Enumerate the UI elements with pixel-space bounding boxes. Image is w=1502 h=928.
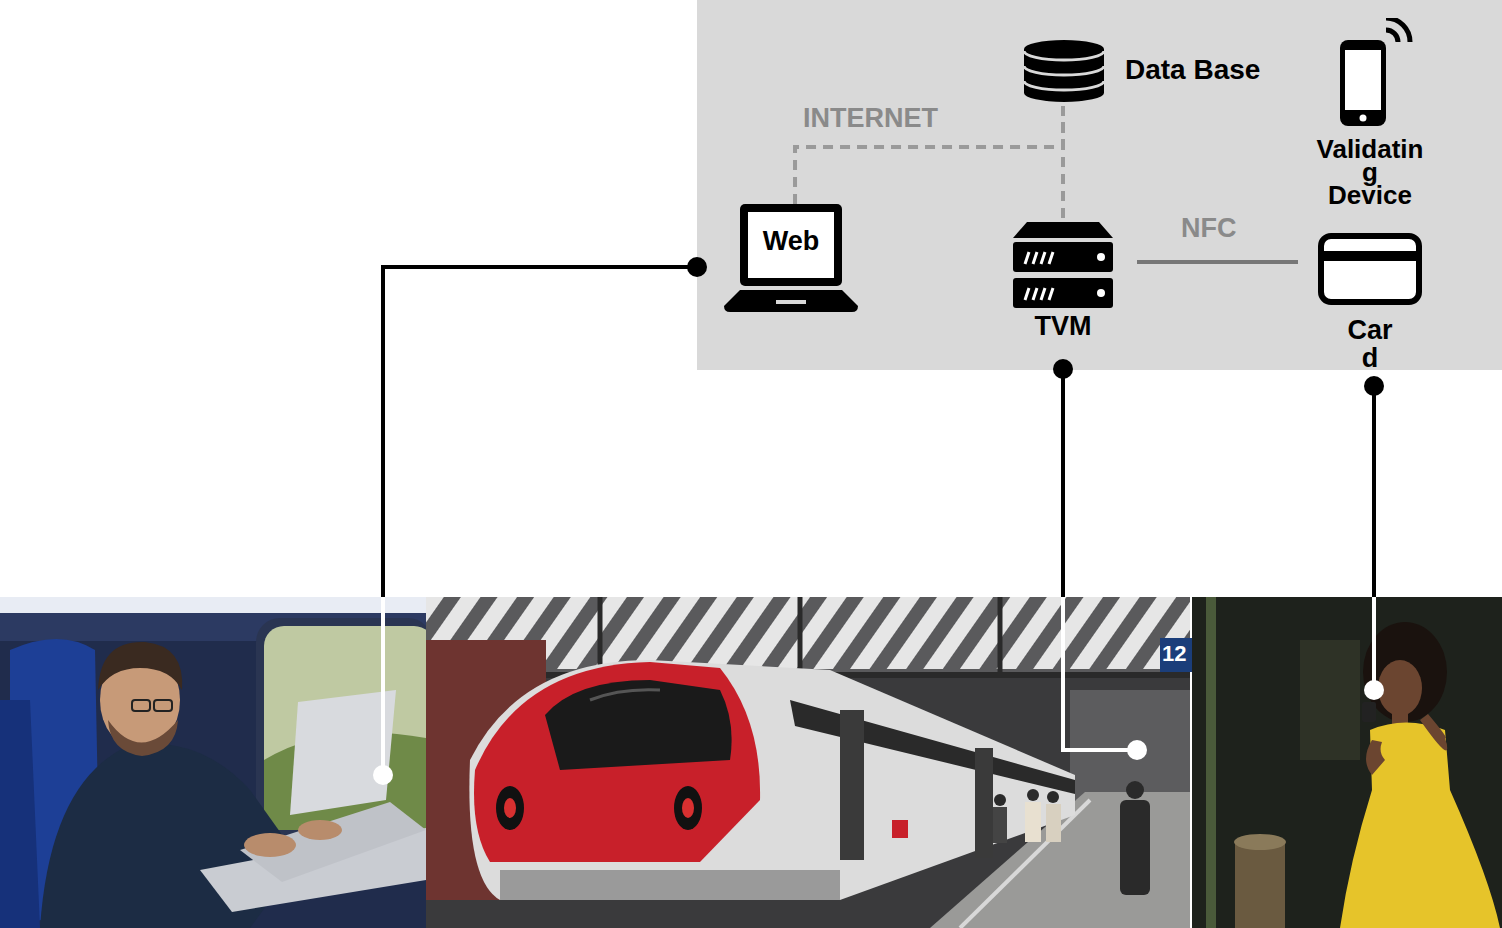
- server-icon: [1013, 222, 1113, 310]
- label-holder: 12: [1162, 641, 1186, 667]
- node-label: Web: [763, 226, 820, 257]
- node-label: TVM: [1035, 311, 1092, 342]
- node-label: Validatin g Device: [1317, 138, 1424, 207]
- system-panel: [697, 0, 1502, 370]
- card-node: Car d: [1310, 228, 1430, 374]
- photo-laptop-user: [0, 597, 434, 928]
- photo-train-station: [426, 597, 1192, 928]
- node-label: Data Base: [1125, 54, 1260, 86]
- phone-icon: [1336, 18, 1416, 130]
- dashed-connector: [1061, 106, 1065, 218]
- edge-label-holder: NFC: [1181, 213, 1237, 244]
- platform-number: 12: [1162, 641, 1186, 667]
- leader-lines: [373, 257, 1384, 785]
- edge-label: NFC: [1181, 213, 1237, 244]
- edge-label: INTERNET: [803, 103, 938, 134]
- edge-label-holder: INTERNET: [803, 103, 938, 134]
- dashed-connector: [795, 106, 1063, 204]
- database-node: Data Base: [1018, 36, 1280, 106]
- validating-device-node: Validatin g Device: [1300, 14, 1440, 214]
- web-node: Web: [724, 204, 858, 314]
- db-icon: [1022, 40, 1106, 104]
- node-label: Car d: [1347, 316, 1392, 372]
- card-icon: [1318, 233, 1422, 305]
- tvm-node: TVM: [1005, 218, 1121, 346]
- connector-line: [1137, 260, 1298, 264]
- laptop-icon: [724, 204, 858, 314]
- photo-phone-user: [1192, 597, 1502, 928]
